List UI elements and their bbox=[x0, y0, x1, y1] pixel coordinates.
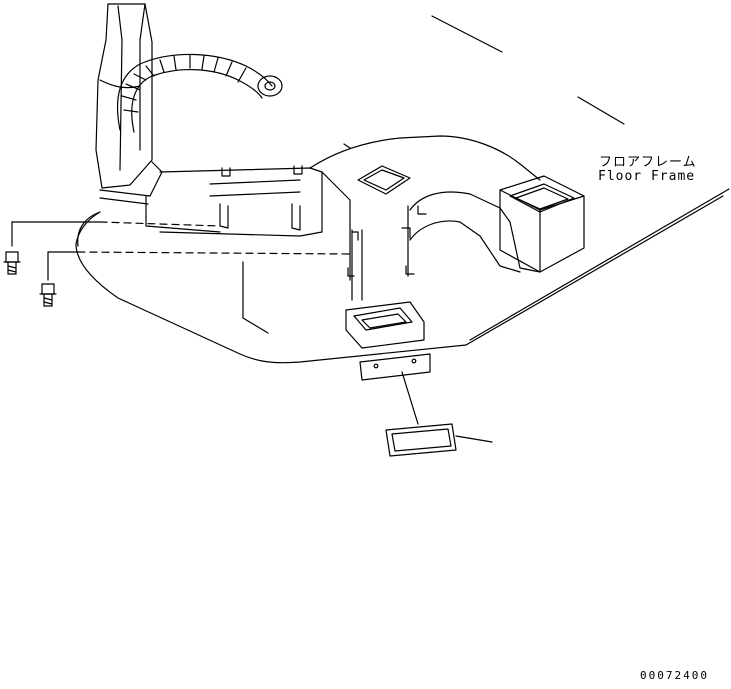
floor-frame-label-jp: フロアフレーム bbox=[599, 155, 697, 170]
bolt-upper bbox=[4, 252, 20, 274]
floor-frame-label-en: Floor Frame bbox=[598, 169, 696, 184]
drawing-code: 00072400 bbox=[640, 669, 709, 682]
outlet-grille bbox=[386, 424, 492, 456]
lower-bracket bbox=[360, 354, 430, 424]
right-branch-duct bbox=[408, 176, 584, 276]
floor-frame-edge bbox=[432, 16, 729, 345]
bolt-lower bbox=[40, 284, 56, 306]
riser-duct bbox=[96, 4, 220, 232]
corrugated-hose bbox=[117, 54, 282, 132]
main-duct bbox=[160, 144, 350, 280]
bolts bbox=[4, 222, 350, 306]
access-port bbox=[358, 166, 410, 194]
floor-plate bbox=[76, 136, 540, 363]
center-outlet bbox=[346, 228, 424, 348]
